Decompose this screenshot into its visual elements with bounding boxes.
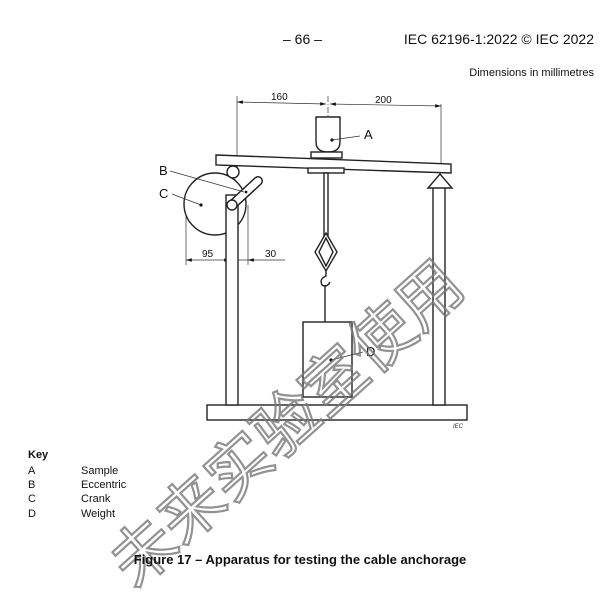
base-plate [206, 404, 468, 421]
eccentric-roller [226, 165, 240, 179]
dimension-95: 95 [202, 249, 214, 260]
key-label: Weight [81, 508, 116, 520]
key-title: Key [28, 449, 49, 461]
dimension-160: 160 [271, 92, 288, 103]
key-label: Crank [81, 493, 111, 505]
document-id: IEC 62196-1:2022 © IEC 2022 [403, 31, 594, 47]
hook [320, 271, 331, 287]
watermark: 未来实验室使用 [96, 247, 478, 600]
weight [302, 321, 353, 398]
sample [315, 116, 341, 153]
crank-pivot [226, 199, 238, 211]
key-code: C [28, 493, 36, 505]
sample-base [310, 151, 343, 159]
dimension-30: 30 [265, 249, 277, 260]
figure-caption: Figure 17 – Apparatus for testing the ca… [133, 552, 467, 567]
key-item: A Sample [28, 465, 118, 477]
left-post [225, 194, 239, 406]
clamp-plate [307, 167, 345, 174]
page-number: – 66 – [283, 31, 322, 47]
key-label: Eccentric [81, 479, 127, 491]
key-code: A [28, 465, 36, 477]
key-code: D [28, 508, 36, 520]
key-item: B Eccentric [28, 479, 126, 491]
key-label: Sample [81, 465, 119, 477]
crank-arm [228, 177, 262, 209]
dimension-200: 200 [375, 95, 392, 106]
lever-beam [215, 154, 452, 174]
key-code: B [28, 479, 36, 491]
label-b: B [159, 163, 168, 178]
label-a: A [364, 127, 373, 142]
key-item: D Weight [28, 508, 115, 520]
label-d: D [366, 344, 375, 359]
pivot-triangle [426, 172, 454, 189]
label-c: C [159, 186, 168, 201]
key-item: C Crank [28, 493, 110, 505]
dimensions-note: Dimensions in millimetres [469, 67, 594, 79]
iec-mark: IEC [453, 424, 464, 430]
